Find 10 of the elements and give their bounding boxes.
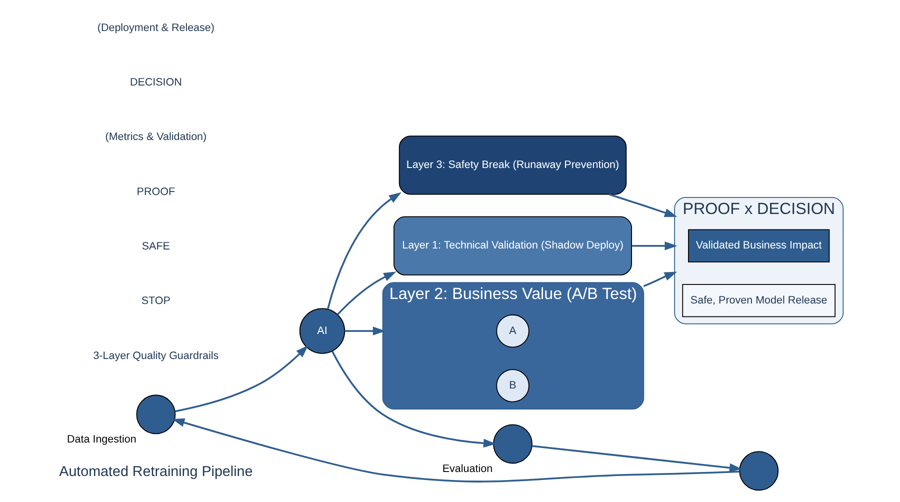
label: STOP [141, 295, 170, 308]
node-label: Evaluation [442, 462, 493, 475]
label: PROOF [136, 186, 176, 198]
label: SAFE [142, 240, 170, 253]
node-label: Data Ingestion [67, 433, 136, 446]
label: (Deployment & Release) [97, 22, 214, 34]
label: DECISION [130, 76, 182, 88]
node-text: Automated Retraining Pipeline [59, 464, 253, 480]
label: 3-Layer Quality Guardrails [93, 350, 219, 362]
label: (Metrics & Validation) [105, 131, 207, 144]
